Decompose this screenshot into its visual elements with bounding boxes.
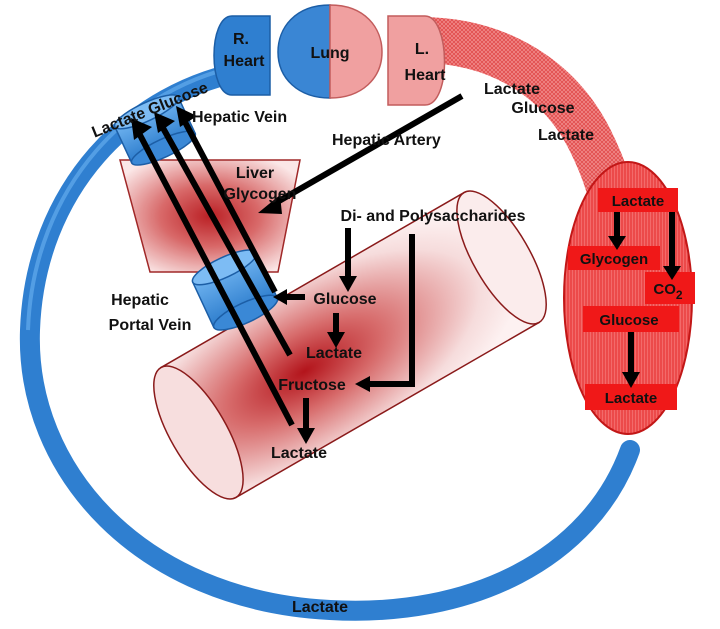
muscle-co2-box (645, 272, 695, 304)
hepatic-artery-label: Hepatic Artery (332, 132, 441, 149)
intestine-lactate2-label: Lactate (271, 445, 327, 462)
hepatic-vein-cylinder (113, 94, 197, 166)
muscle-lactate-out-box (585, 384, 677, 410)
arterial-label-lactate-2: Lactate (538, 127, 594, 144)
intestine-glucose-label: Glucose (313, 291, 376, 308)
arrow-lactate2-to-vein (137, 133, 295, 427)
left-heart-label-2: Heart (405, 67, 447, 84)
arrows (137, 93, 675, 430)
intestine (153, 190, 547, 500)
hepatic-portal-label-2: Portal Vein (109, 317, 192, 334)
muscle-glycogen-box (568, 246, 660, 270)
muscle-glucose-label: Glucose (599, 312, 658, 329)
left-heart (387, 15, 446, 106)
right-heart-label-1: R. (233, 31, 249, 48)
lung-label: Lung (310, 45, 349, 62)
arterial-label-lactate-1: Lactate (484, 81, 540, 98)
hepatic-portal-label-1: Hepatic (111, 292, 169, 309)
arrow-glucose-to-vein (182, 120, 278, 294)
right-heart (213, 15, 271, 96)
muscle-co2-label: CO2 (653, 281, 683, 302)
arrow-hepatic-artery (270, 93, 464, 208)
circulation-bottom-label: Lactate (292, 599, 348, 616)
muscle-glucose-box (583, 306, 679, 332)
arterial-label-glucose: Glucose (511, 100, 574, 117)
venous-circulation-loop (19, 60, 640, 621)
hepatic-portal-vein-cylinder (191, 249, 279, 331)
liver-label-2: Glycogen (224, 186, 297, 203)
arrowheads (131, 106, 681, 444)
intestine-input-label: Di- and Polysaccharides (341, 208, 526, 225)
intestine-fructose-label: Fructose (278, 377, 346, 394)
muscle-lactate-out-label: Lactate (605, 390, 658, 407)
right-heart-label-2: Heart (224, 53, 266, 70)
intestine-lactate1-label: Lactate (306, 345, 362, 362)
left-heart-label-1: L. (415, 41, 429, 58)
muscle-lactate-in-box (598, 188, 678, 212)
hepatic-vein-label: Hepatic Vein (192, 109, 287, 126)
liver-label-1: Liver (236, 165, 274, 182)
muscle-glycogen-label: Glycogen (580, 251, 648, 268)
muscle-lactate-in-label: Lactate (612, 193, 665, 210)
arrow-lactate1-to-vein (160, 126, 293, 357)
lung (277, 4, 383, 99)
